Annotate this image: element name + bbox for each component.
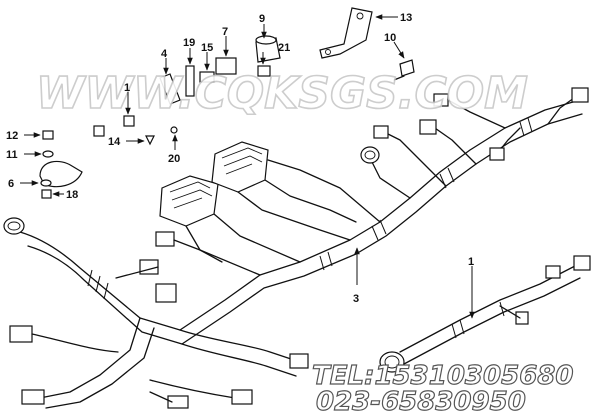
callout-3: 3 <box>353 293 359 305</box>
contact-phone: 023-65830950 <box>316 387 526 417</box>
callout-10: 10 <box>384 32 396 44</box>
sensor-block-right <box>211 141 381 241</box>
callout-20: 20 <box>168 153 180 165</box>
callout-7: 7 <box>222 26 228 38</box>
callout-18: 18 <box>66 189 78 201</box>
callouts: 13 9 7 19 15 21 4 10 1 12 11 14 <box>6 12 475 319</box>
callout-21: 21 <box>278 42 290 54</box>
callout-11: 11 <box>6 149 18 161</box>
callout-12: 12 <box>6 130 18 142</box>
contact-tel: TEL:15310305680 <box>312 361 573 391</box>
loose-parts <box>39 7 415 199</box>
callout-4: 4 <box>161 48 168 60</box>
watermark-text: WWW.CQKSGS.COM <box>36 68 528 119</box>
callout-6: 6 <box>8 178 14 190</box>
callout-13: 13 <box>400 12 412 24</box>
sensor-block-left <box>159 175 301 276</box>
callout-15: 15 <box>201 42 213 54</box>
sub-harness <box>379 255 591 373</box>
callout-9: 9 <box>259 13 265 25</box>
callout-14: 14 <box>108 136 121 148</box>
main-harness <box>3 87 589 409</box>
callout-19: 19 <box>183 37 195 49</box>
callout-1-top: 1 <box>124 82 130 94</box>
callout-1-lower: 1 <box>468 256 474 268</box>
